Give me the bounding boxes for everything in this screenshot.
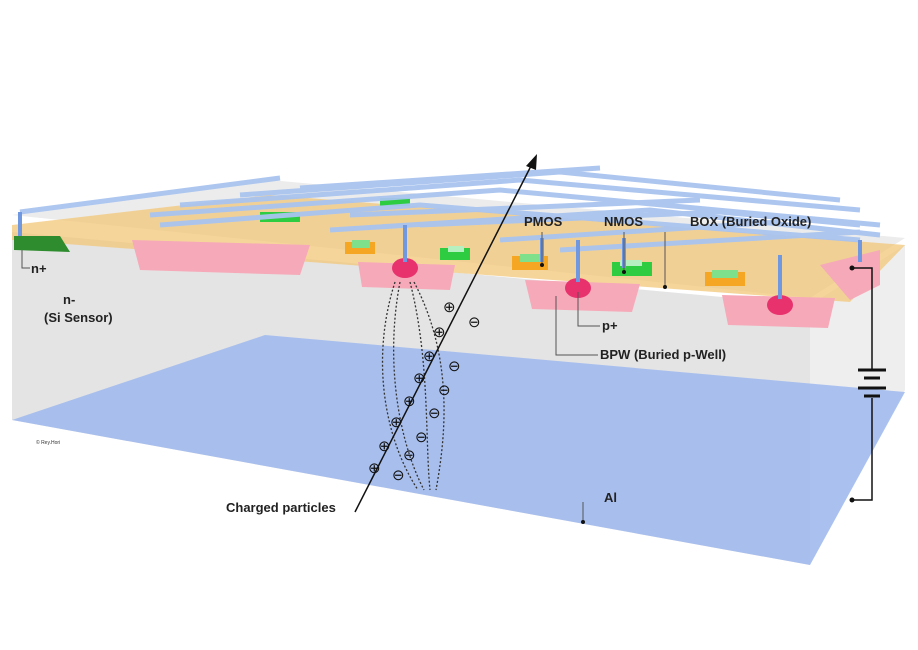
positive-charge-icon: ⊕: [390, 414, 403, 431]
negative-charge-icon: ⊖: [438, 382, 451, 399]
copyright-text: © Rey.Hori: [36, 440, 61, 446]
charge-drift-paths: [381, 281, 445, 491]
aluminum-backplane: [12, 335, 905, 565]
particle-track: [354, 161, 534, 513]
label-n-minus: n-: [63, 292, 76, 307]
label-p-plus: p+: [602, 318, 618, 333]
positive-charge-icon: ⊕: [443, 299, 456, 316]
label-pmos: PMOS: [524, 214, 563, 229]
label-al: Al: [604, 490, 617, 505]
label-nmos: NMOS: [604, 214, 643, 229]
bpw-1: [132, 240, 310, 275]
leader-lines: [21, 232, 666, 522]
bias-battery: [852, 267, 886, 501]
positive-charge-icon: ⊕: [368, 460, 381, 477]
negative-charge-icon: ⊖: [428, 405, 441, 422]
negative-charge-icon: ⊖: [403, 447, 416, 464]
p-plus-1: [392, 258, 418, 278]
positive-charge-icon: ⊕: [413, 370, 426, 387]
label-n-plus: n+: [31, 261, 47, 276]
p-plus-3: [767, 295, 793, 315]
label-charged-particles: Charged particles: [226, 500, 336, 515]
negative-charge-icon: ⊖: [415, 429, 428, 446]
label-box: BOX (Buried Oxide): [690, 214, 812, 229]
negative-charge-icon: ⊖: [448, 358, 461, 375]
n-plus-implant: [14, 236, 70, 252]
transistors: [260, 198, 745, 286]
particle-arrowhead: [526, 154, 537, 170]
label-bpw: BPW (Buried p-Well): [600, 347, 727, 362]
bpw-5: [820, 250, 880, 300]
label-si-sensor: (Si Sensor): [44, 310, 113, 325]
positive-charge-icon: ⊕: [433, 324, 446, 341]
negative-charge-icon: ⊖: [468, 314, 481, 331]
positive-charge-icon: ⊕: [378, 438, 391, 455]
metal-interconnect: [19, 165, 881, 253]
negative-charge-icon: ⊖: [392, 467, 405, 484]
p-plus-2: [565, 278, 591, 298]
positive-charge-icon: ⊕: [423, 348, 436, 365]
positive-charge-icon: ⊕: [403, 393, 416, 410]
